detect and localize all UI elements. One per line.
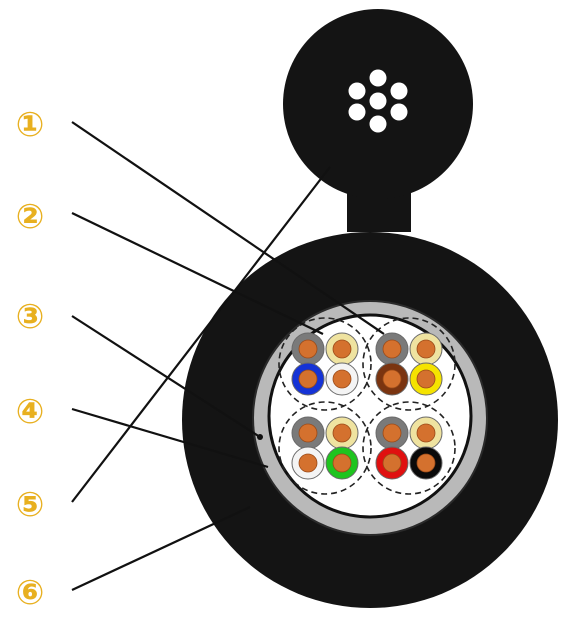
callout-label-2: ② bbox=[16, 197, 45, 237]
fiber-core-4-3 bbox=[383, 454, 401, 472]
fiber-core-3-3 bbox=[299, 454, 317, 472]
fiber-core-1-4 bbox=[333, 370, 351, 388]
callout-label-5: ⑤ bbox=[16, 485, 45, 525]
fiber-core-2-3 bbox=[383, 370, 401, 388]
fiber-core-1-1 bbox=[299, 340, 317, 358]
ripcord-dot bbox=[257, 434, 263, 440]
fiber-core-2-2 bbox=[417, 340, 435, 358]
fiber-core-2-1 bbox=[383, 340, 401, 358]
fiber-core-2-4 bbox=[417, 370, 435, 388]
fiber-core-3-2 bbox=[333, 424, 351, 442]
fiber-core-1-3 bbox=[299, 370, 317, 388]
fiber-core-1-2 bbox=[333, 340, 351, 358]
messenger-wire bbox=[283, 9, 473, 232]
callout-label-3: ③ bbox=[16, 297, 45, 337]
fiber-core-4-2 bbox=[417, 424, 435, 442]
leader-line-6 bbox=[72, 507, 250, 590]
fiber-core-4-4 bbox=[417, 454, 435, 472]
fiber-core-3-4 bbox=[333, 454, 351, 472]
callout-label-1: ① bbox=[16, 105, 45, 145]
fiber-core-3-1 bbox=[299, 424, 317, 442]
callout-labels: ① ② ③ ④ ⑤ ⑥ bbox=[16, 105, 45, 613]
callout-label-4: ④ bbox=[16, 392, 45, 432]
fiber-core-4-1 bbox=[383, 424, 401, 442]
callout-label-6: ⑥ bbox=[16, 573, 45, 613]
